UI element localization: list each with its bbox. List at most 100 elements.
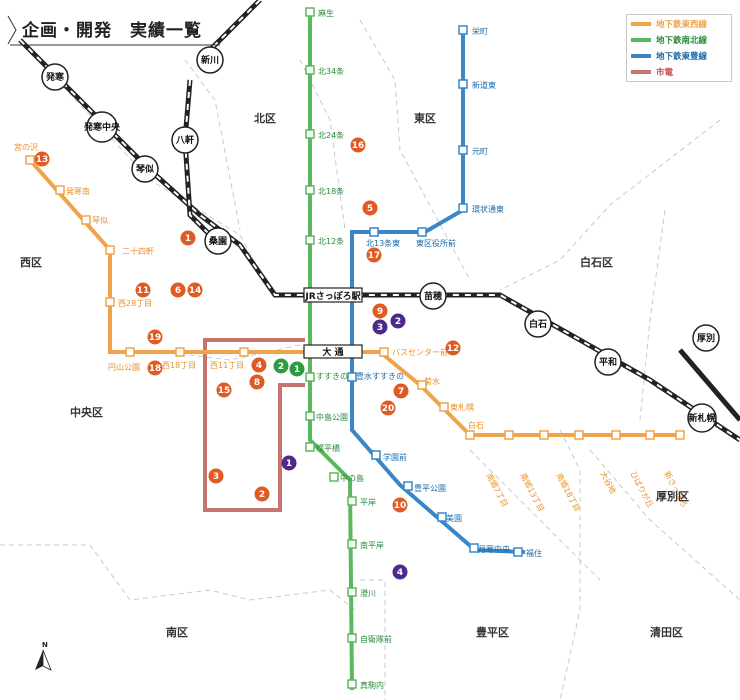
- toho-st-4: 北13条東: [366, 238, 400, 248]
- pin-o-11: 11: [137, 286, 150, 296]
- toho-st-9: 美園: [446, 513, 462, 523]
- pin-o-3: 3: [213, 472, 219, 482]
- nb-st-6: 中島公園: [316, 412, 348, 422]
- legend-swatch-tozai: [631, 21, 651, 26]
- tozai-st-14: 南郷18丁目: [554, 471, 583, 513]
- tozai-st-5: 円山公園: [108, 362, 140, 372]
- pin-o-7: 7: [398, 387, 404, 397]
- jr-st-10: 新札幌: [688, 412, 715, 424]
- legend-label-namboku: 地下鉄南北線: [656, 35, 708, 46]
- jr-st-3: 八軒: [175, 134, 194, 146]
- tozai-st-1: 発寒南: [66, 186, 90, 196]
- jr-st-9: 厚別: [697, 332, 715, 344]
- legend-swatch-tram: [631, 69, 651, 74]
- pin-o-6: 6: [175, 286, 181, 296]
- toho-st-10: 月寒中央: [478, 544, 510, 554]
- tozai-stations: [25, 155, 685, 440]
- ward-toyohira: 豊平区: [476, 625, 509, 639]
- jr-st-5: 桑園: [208, 236, 227, 247]
- legend-label-toho: 地下鉄東豊線: [656, 51, 708, 62]
- tozai-st-2: 琴似: [92, 216, 108, 225]
- legend-swatch-toho: [631, 53, 651, 58]
- tozai-st-13: 南郷13丁目: [518, 471, 547, 513]
- ward-chuo: 中央区: [70, 405, 103, 419]
- legend: 地下鉄東西線 地下鉄南北線 地下鉄東豊線 市電: [626, 14, 732, 82]
- toho-st-6: 豊水すすきの: [356, 371, 404, 381]
- pin-o-19: 19: [149, 333, 162, 343]
- toho-stations: [347, 25, 523, 557]
- toho-st-3: 環状通東: [472, 204, 504, 214]
- toho-st-5: 東区役所前: [416, 238, 456, 248]
- tozai-st-11: 白石: [468, 420, 484, 430]
- pin-o-14: 14: [189, 286, 202, 296]
- pin-g-2: 2: [278, 362, 284, 372]
- ward-minami: 南区: [166, 625, 188, 639]
- pin-o-13: 13: [36, 155, 49, 165]
- ward-kita: 北区: [254, 111, 276, 125]
- toho-st-0: 栄町: [472, 26, 488, 36]
- tozai-st-7: 西11丁目: [210, 361, 244, 370]
- pin-o-8: 8: [254, 378, 260, 388]
- legend-label-tram: 市電: [656, 67, 674, 78]
- jr-st-8: 平和: [599, 356, 617, 368]
- ward-higashi: 東区: [414, 111, 436, 125]
- tozai-st-6: 西18丁目: [162, 361, 196, 370]
- pin-o-5: 5: [367, 204, 373, 214]
- tozai-st-4: 西28丁目: [118, 299, 152, 308]
- namboku-stations: [305, 7, 357, 689]
- odori-station-label: 大 通: [322, 346, 343, 358]
- page-title: 企画・開発 実績一覧: [22, 21, 202, 41]
- pin-o-10: 10: [394, 501, 407, 511]
- ward-atsubetsu: 厚別区: [656, 489, 689, 503]
- pin-o-18: 18: [149, 364, 162, 374]
- toho-line: [350, 30, 526, 554]
- nb-st-1: 北34条: [318, 66, 344, 76]
- nb-st-0: 麻生: [318, 8, 334, 18]
- pin-p-4: 4: [397, 568, 403, 578]
- legend-label-tozai: 地下鉄東西線: [656, 19, 708, 30]
- project-pins-green: 1 2: [273, 358, 305, 377]
- pin-o-12: 12: [447, 344, 460, 354]
- sapporo-station-box: [303, 287, 363, 303]
- nb-st-11: 澄川: [360, 588, 376, 598]
- tram-line: [203, 338, 305, 512]
- toho-station-labels: 栄町 新道東 元町 環状通東 北13条東 東区役所前 豊水すすきの 学園前 豊平…: [356, 26, 542, 558]
- project-pins-orange: 1 2 3 4 5 6 7 8 9 10 11 12 13 14 15 16 1…: [34, 137, 461, 513]
- pin-p-3: 3: [377, 323, 383, 333]
- compass-label: N: [42, 641, 48, 649]
- pin-o-17: 17: [368, 251, 381, 261]
- nb-st-13: 真駒内: [360, 680, 384, 690]
- tozai-st-10: 東札幌: [450, 402, 474, 412]
- toho-st-11: 福住: [526, 548, 542, 558]
- tozai-st-15: 大谷地: [598, 469, 618, 495]
- namboku-line: [308, 10, 354, 691]
- legend-row-tozai: 地下鉄東西線: [631, 16, 731, 31]
- compass: N: [35, 641, 52, 671]
- nb-st-9: 平岸: [360, 498, 376, 507]
- pin-p-2: 2: [395, 317, 401, 327]
- pin-o-16: 16: [352, 141, 365, 151]
- odori-station-box: [303, 344, 363, 359]
- nb-st-10: 南平岸: [360, 540, 384, 550]
- project-pins-purple: 1 2 3 4: [281, 313, 408, 580]
- tozai-st-8: バスセンター前: [392, 347, 448, 357]
- ward-nishi: 西区: [20, 256, 42, 269]
- ward-kiyota: 清田区: [650, 625, 683, 639]
- nb-st-5: すすきの: [316, 372, 348, 381]
- ward-labels: 北区 東区 西区 白石区 中央区 厚別区 南区 豊平区 清田区: [20, 111, 689, 639]
- jr-st-0: 発寒: [45, 71, 65, 83]
- toho-st-7: 学園前: [383, 452, 407, 462]
- nb-st-4: 北12条: [318, 236, 344, 246]
- pin-o-4: 4: [256, 361, 262, 371]
- nb-st-7: 幌平橋: [316, 443, 340, 453]
- toho-st-8: 豊平公園: [414, 483, 446, 493]
- jr-st-2: 琴似: [135, 163, 154, 175]
- jr-lines: [18, 0, 740, 443]
- toho-st-1: 新道東: [472, 80, 496, 90]
- sapporo-station-label: JRさっぽろ駅: [304, 290, 361, 302]
- tozai-st-0: 宮の沢: [14, 142, 38, 152]
- nb-st-3: 北18条: [318, 186, 344, 196]
- pin-o-2: 2: [259, 490, 265, 500]
- title-decoration: [7, 15, 220, 46]
